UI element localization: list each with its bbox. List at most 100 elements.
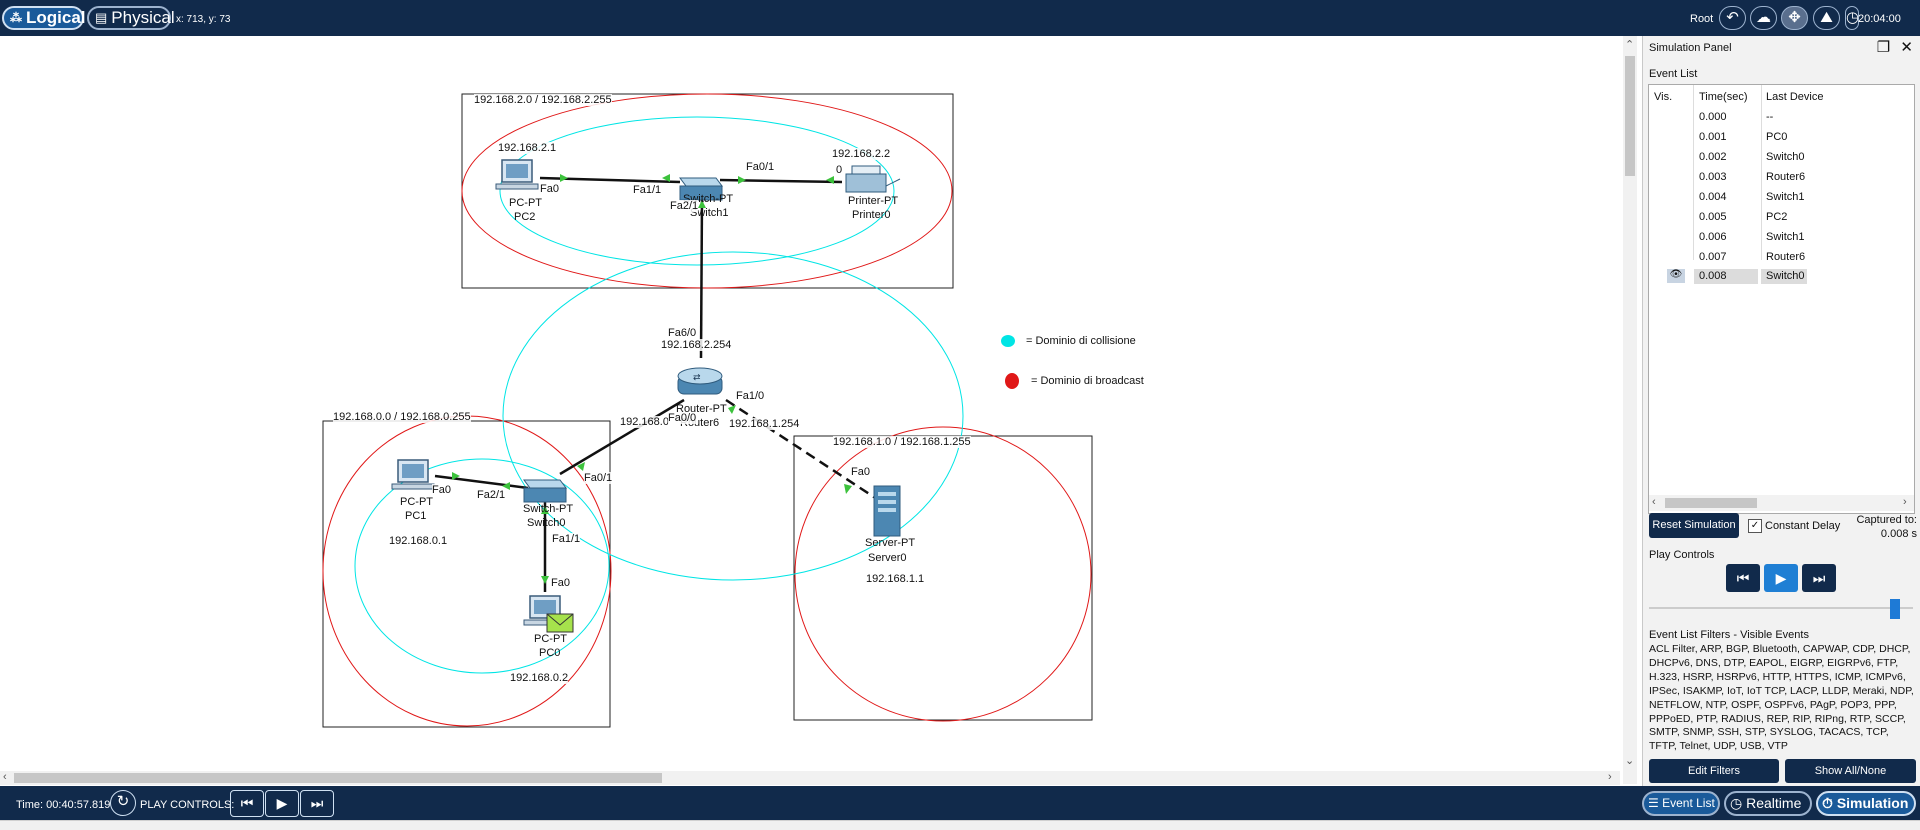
column-last-device[interactable]: Last Device: [1766, 91, 1824, 103]
event-list-toggle[interactable]: ☰ Event List: [1642, 791, 1720, 816]
legend-broadcast-dot: [1005, 373, 1019, 389]
bottom-step-forward-button[interactable]: ⏭: [300, 790, 334, 817]
printer0-ip: 192.168.2.2: [832, 148, 891, 160]
power-cycle-icon[interactable]: ↻: [110, 790, 136, 816]
workspace-vertical-scrollbar[interactable]: ⌃ ⌄: [1623, 36, 1637, 784]
pc2-type: PC-PT: [509, 197, 542, 209]
column-time[interactable]: Time(sec): [1699, 91, 1748, 103]
switch0-type: Switch-PT: [523, 503, 574, 515]
globe-clock-icon[interactable]: ◷: [1845, 6, 1859, 30]
pc0-ip: 192.168.0.2: [510, 672, 569, 684]
step-back-button[interactable]: ⏮: [1726, 564, 1760, 592]
play-speed-slider-track[interactable]: [1649, 607, 1913, 609]
step-forward-icon: ⏭: [1812, 570, 1826, 586]
scroll-left-icon[interactable]: ‹: [3, 771, 7, 783]
close-icon[interactable]: ✕: [1900, 39, 1913, 56]
root-breadcrumb[interactable]: Root: [1690, 13, 1714, 25]
event-row[interactable]: 0.001 PC0: [1699, 131, 1788, 143]
move-viewport-icon[interactable]: ✥: [1781, 6, 1808, 30]
simulation-panel: Simulation Panel ❐ ✕ Event List Vis. Tim…: [1642, 36, 1920, 786]
physical-label: Physical: [111, 8, 175, 27]
step-back-icon: ⏮: [240, 795, 254, 811]
vertical-scroll-thumb[interactable]: [1625, 56, 1635, 176]
realtime-mode-tab[interactable]: ◷ Realtime: [1724, 791, 1812, 816]
legend-collision-label: = Dominio di collisione: [1026, 335, 1136, 347]
logical-icon: ⁂: [10, 11, 22, 25]
logical-view-tab[interactable]: ⁂ Logical: [2, 6, 86, 30]
switch0-port-fa0-1: Fa0/1: [584, 472, 613, 484]
logical-label: Logical: [26, 8, 86, 27]
event-row[interactable]: 0.005 PC2: [1699, 211, 1788, 223]
router6-device: ⇄: [677, 367, 723, 395]
router6-port-fa6-0: Fa6/0: [668, 327, 697, 339]
play-icon: ▶: [1775, 570, 1787, 586]
play-speed-slider-thumb[interactable]: [1890, 599, 1900, 619]
router6-port-fa1-0: Fa1/0: [736, 390, 765, 402]
printer0-device: [845, 165, 901, 193]
event-row[interactable]: 0.006 Switch1: [1699, 231, 1805, 243]
event-row-selected[interactable]: 👁 0.008 Switch0: [1649, 267, 1909, 287]
captured-to-label: Captured to:: [1856, 514, 1917, 526]
pc2-device: [495, 159, 539, 190]
horizontal-scroll-thumb[interactable]: [14, 773, 662, 783]
scroll-right-icon[interactable]: ›: [1608, 771, 1612, 783]
event-row[interactable]: 0.004 Switch1: [1699, 191, 1805, 203]
link-pc1-switch0: [434, 474, 529, 490]
eye-icon[interactable]: 👁: [1667, 269, 1685, 283]
pc0-name: PC0: [539, 647, 561, 659]
event-row[interactable]: 0.000 --: [1699, 111, 1774, 123]
physical-view-tab[interactable]: ▤ Physical: [87, 6, 175, 30]
simulation-panel-title: Simulation Panel: [1649, 42, 1732, 54]
workspace-horizontal-scrollbar[interactable]: ‹ ›: [0, 771, 1620, 785]
router6-ip-left: 192.168.0: [620, 416, 669, 428]
stopwatch-icon: ⏱: [1822, 795, 1833, 811]
background-image-icon[interactable]: ⛰: [1813, 6, 1840, 30]
column-vis[interactable]: Vis.: [1654, 91, 1673, 103]
pc1-port: Fa0: [432, 484, 451, 496]
simulation-mode-tab[interactable]: ⏱ Simulation: [1816, 791, 1916, 816]
printer0-type: Printer-PT: [848, 195, 899, 207]
play-button[interactable]: ▶: [1764, 564, 1798, 592]
scroll-up-icon[interactable]: ⌃: [1625, 39, 1635, 51]
bottom-play-button[interactable]: ▶: [265, 790, 299, 817]
link-port-indicators: [452, 174, 852, 584]
collision-domain-net2: [499, 116, 895, 266]
event-list-scroll-thumb[interactable]: [1665, 498, 1757, 508]
area-rect-net1: [793, 435, 1093, 721]
pc1-type: PC-PT: [400, 496, 433, 508]
event-row[interactable]: 0.003 Router6: [1699, 171, 1806, 183]
server0-ip: 192.168.1.1: [866, 573, 925, 585]
switch1-device: [679, 177, 723, 201]
event-list-label: Event List: [1649, 68, 1698, 80]
link-router6-switch0: [559, 398, 685, 476]
event-row[interactable]: 0.002 Switch0: [1699, 151, 1805, 163]
switch1-port-fa0-1: Fa0/1: [746, 161, 775, 173]
switch1-port-fa1-1: Fa1/1: [633, 184, 662, 196]
scroll-left-icon[interactable]: ‹: [1652, 496, 1656, 508]
reset-simulation-button[interactable]: Reset Simulation: [1649, 513, 1739, 538]
server0-type: Server-PT: [865, 537, 916, 549]
show-all-none-button[interactable]: Show All/None: [1785, 759, 1916, 783]
event-row[interactable]: 0.007 Router6: [1699, 251, 1806, 263]
switch0-device: [523, 479, 567, 503]
back-arrow-icon[interactable]: ↶: [1719, 6, 1746, 30]
logical-workspace[interactable]: ⇄ 192.168.2.: [0, 36, 1620, 786]
pc2-ip: 192.168.2.1: [498, 142, 557, 154]
bottom-step-back-button[interactable]: ⏮: [230, 790, 264, 817]
scroll-right-icon[interactable]: ›: [1903, 496, 1907, 508]
restore-window-icon[interactable]: ❐: [1876, 39, 1891, 56]
pc0-port: Fa0: [551, 577, 570, 589]
event-filters-title: Event List Filters - Visible Events: [1649, 629, 1809, 641]
physical-icon: ▤: [95, 10, 108, 25]
event-list-horizontal-scrollbar[interactable]: ‹ ›: [1649, 495, 1914, 511]
constant-delay-checkbox[interactable]: ✓: [1748, 519, 1762, 533]
step-back-icon: ⏮: [1736, 570, 1750, 586]
broadcast-domain-net1: [794, 426, 1092, 722]
switch0-name: Switch0: [527, 517, 566, 529]
server0-device: [873, 485, 901, 537]
step-forward-button[interactable]: ⏭: [1802, 564, 1836, 592]
clock-display: 20:04:00: [1858, 13, 1901, 25]
cloud-icon[interactable]: ☁: [1750, 6, 1777, 30]
scroll-down-icon[interactable]: ⌄: [1625, 755, 1635, 767]
edit-filters-button[interactable]: Edit Filters: [1649, 759, 1779, 783]
